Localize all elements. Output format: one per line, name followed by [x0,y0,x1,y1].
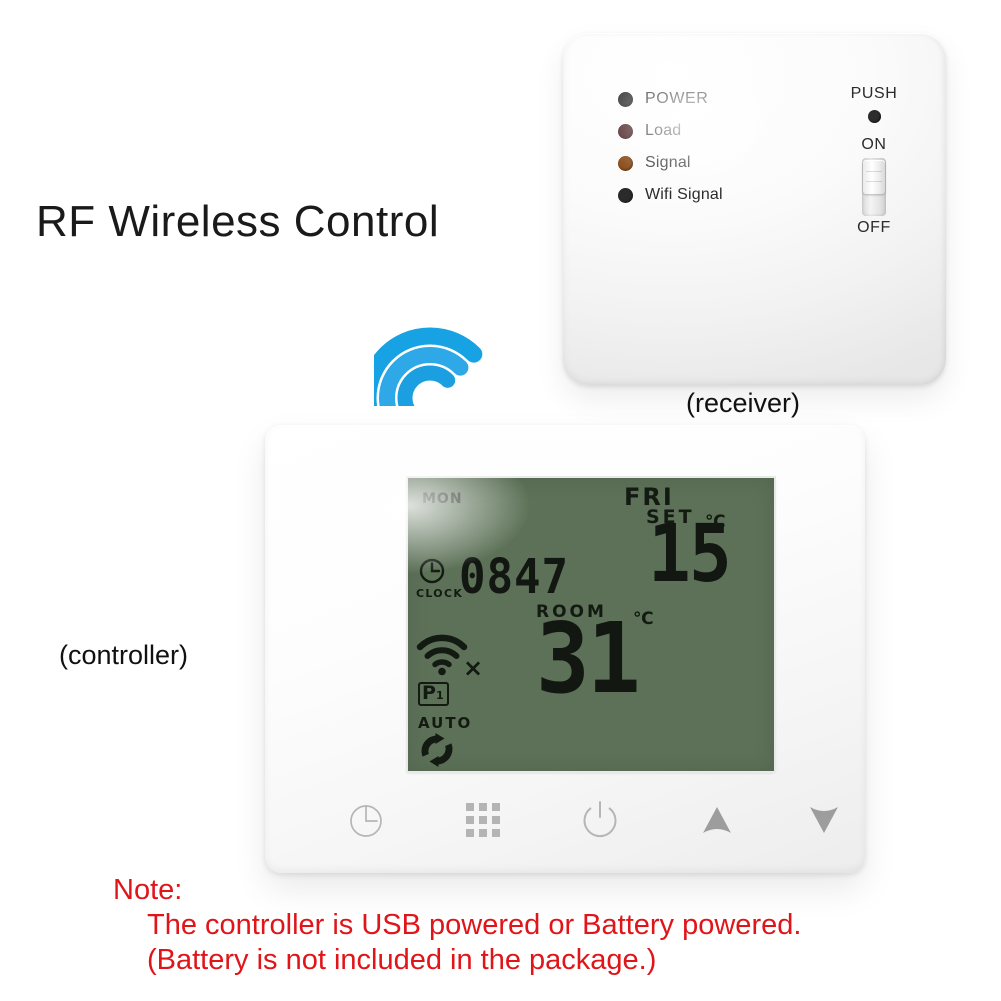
clock-button[interactable] [324,781,408,863]
power-slide-switch[interactable] [862,158,886,216]
wifi-signal-led-label: Wifi Signal [645,186,723,203]
receiver-device: POWER Load Signal Wifi Signal PUSH ON OF… [563,33,946,385]
lcd-day-mon: MON [422,491,463,507]
wifi-signal-led-icon [618,187,633,203]
lcd-room-unit: ℃ [633,609,654,629]
note-block: Note: The controller is USB powered or B… [113,874,801,978]
power-icon [578,798,622,847]
switch-on-label: ON [861,136,887,153]
lcd-set-temperature: 15 [648,508,732,600]
lcd-clock-value: 0847 [459,549,570,605]
wifi-disconnected-x-icon: × [463,654,484,682]
lcd-day-fri: FRI [624,483,674,511]
lcd-set-label: SET [646,506,695,528]
arrow-up-icon [697,803,737,842]
note-line-2: (Battery is not included in the package.… [147,944,657,976]
clock-icon [346,800,386,845]
note-title: Note: [113,874,183,906]
receiver-led-list: POWER Load Signal Wifi Signal [618,83,723,211]
power-led-icon [618,91,633,107]
power-button[interactable] [558,781,642,863]
push-button[interactable] [867,110,881,123]
slide-switch-knob[interactable] [863,160,885,194]
load-led-icon [618,123,633,139]
up-button[interactable] [675,781,759,863]
grid-menu-icon [462,799,504,846]
led-row-signal: Signal [618,147,723,179]
receiver-caption: (receiver) [686,388,801,418]
load-led-label: Load [645,122,682,139]
signal-led-icon [618,155,633,171]
page-title: RF Wireless Control [36,197,440,246]
led-row-load: Load [618,115,723,147]
lcd-room-label: ROOM [536,602,607,622]
lcd-clock-label: CLOCK [416,587,464,600]
lcd-room-temperature: 31 [536,602,641,715]
lcd-auto-label: AUTO [418,714,473,732]
switch-off-label: OFF [857,219,891,236]
arrow-down-icon [804,803,844,842]
rf-signal-waves-icon [359,320,486,451]
lcd-program-index: 1 [435,689,444,702]
lcd-set-unit: ℃ [705,512,726,532]
push-label: PUSH [850,85,898,102]
wifi-icon [416,633,468,682]
lcd-program-letter: P [422,682,436,704]
controller-device: MON FRI SET ℃ 15 CLOCK 0847 ROOM ℃ 31 [265,425,865,873]
controller-button-row [265,781,865,863]
lcd-clock-icon [418,557,446,590]
menu-button[interactable] [441,781,525,863]
led-row-power: POWER [618,83,723,115]
signal-led-label: Signal [645,154,691,171]
refresh-cycle-icon [418,732,456,771]
lcd-program-badge: P1 [418,682,449,706]
led-row-wifi-signal: Wifi Signal [618,179,723,211]
power-led-label: POWER [645,90,709,107]
down-button[interactable] [782,781,866,863]
note-line-1: The controller is USB powered or Battery… [147,908,802,941]
receiver-switch-column: PUSH ON OFF [838,86,910,236]
controller-caption: (controller) [59,640,189,670]
lcd-display: MON FRI SET ℃ 15 CLOCK 0847 ROOM ℃ 31 [408,478,774,771]
